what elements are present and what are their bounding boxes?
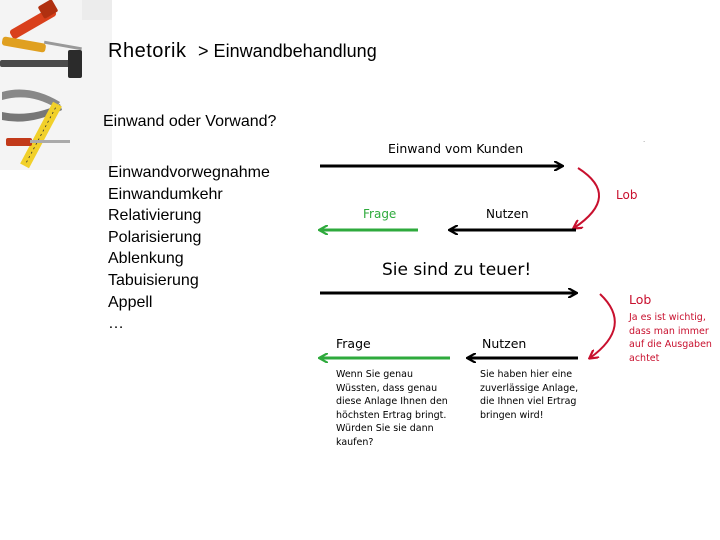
title-subtitle: > Einwandbehandlung (198, 41, 377, 61)
chisel-blade-icon (30, 140, 70, 143)
benefit-label-example: Nutzen (482, 336, 527, 351)
question-text: Wenn Sie genau Wüssten, dass genau diese… (336, 369, 448, 448)
praise-label: Lob (616, 188, 638, 202)
technique-item: Relativierung (108, 207, 202, 225)
technique-item: Einwandumkehr (108, 185, 223, 203)
question-label-example: Frage (336, 336, 371, 351)
benefit-label: Nutzen (486, 207, 529, 221)
technique-item: Einwandvorwegnahme (108, 164, 270, 181)
praise-text: Ja es ist wichtig, dass man immer auf di… (629, 312, 712, 364)
screwdriver-icon (1, 36, 82, 53)
praise-arrow (574, 167, 600, 228)
technique-item: Appell (108, 293, 153, 311)
technique-list: Einwandvorwegnahme Einwandumkehr Relativ… (108, 162, 270, 335)
objection-label: Einwand vom Kunden (388, 141, 524, 156)
chisel-icon (6, 138, 32, 146)
tools-image (0, 0, 112, 170)
tape-measure-icon (20, 101, 62, 169)
objection-quote: Sie sind zu teuer! (382, 260, 532, 280)
question-heading: Einwand oder Vorwand? (103, 113, 277, 130)
diagram-arrows (300, 128, 616, 468)
title-main: Rhetorik (108, 40, 187, 62)
praise-label-example: Lob (629, 292, 652, 307)
wrench-icon (9, 0, 58, 39)
background-fade (82, 0, 112, 20)
technique-item: … (108, 315, 124, 333)
technique-item: Ablenkung (108, 250, 184, 268)
technique-item: Polarisierung (108, 228, 202, 246)
pliers-icon (2, 89, 62, 122)
question-label: Frage (363, 207, 397, 221)
stray-dot: . (643, 135, 646, 144)
hammer-icon (0, 50, 82, 78)
praise-arrow-example (590, 293, 616, 358)
benefit-text: Sie haben hier eine zuverlässige Anlage,… (480, 369, 579, 421)
objection-diagram: Einwand vom Kunden Lob Frage Nutzen Sie … (300, 128, 720, 468)
page-title: Rhetorik > Einwandbehandlung (108, 40, 377, 63)
technique-item: Tabuisierung (108, 271, 199, 289)
